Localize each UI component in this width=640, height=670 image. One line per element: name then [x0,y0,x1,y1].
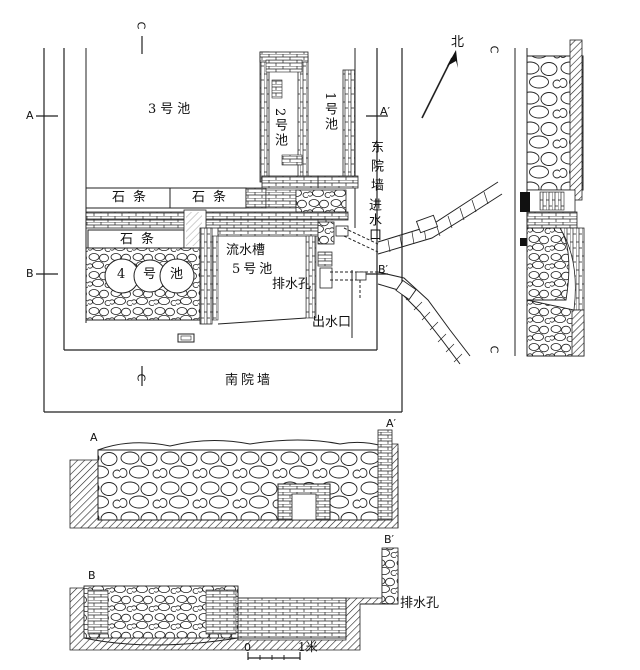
profile-b-end: B′ [384,533,395,546]
scale-zero: 0 [244,641,251,654]
plan-view [36,36,503,413]
north-arrow [421,50,458,119]
profile-b [69,547,399,651]
north-label: 北 [451,35,465,50]
south-wall-label: 南院墙 [225,373,274,388]
section-mark-c-right-bottom: C [487,345,501,354]
scale-one-meter: 1米 [298,640,318,654]
section-mark-c-bottom: C [134,373,148,382]
pool-4-number: 4 [117,267,126,282]
profile-b-start: B [88,569,96,582]
section-mark-a: A [26,109,34,122]
section-mark-c-top: C [134,21,148,30]
pool-4-char: 号 [143,267,157,282]
section-mark-b: B [26,267,34,280]
drain-hole-label: 排水孔 [272,277,312,292]
pool-2-label: 2号池 [272,108,287,149]
section-mark-c-right-top: C [487,45,501,54]
inlet-pipe [377,181,503,255]
inlet-label: 进水口 [366,198,381,243]
stone-strip-1-label: 石条 [112,190,155,205]
channel-label: 流水槽 [226,243,266,258]
pool-1-label: 1号池 [322,92,337,133]
profile-a [69,429,399,529]
profile-a-start: A [90,431,98,444]
outlet-pipe [377,271,471,365]
pool-4-suffix: 池 [170,267,184,282]
section-c [514,39,585,357]
stone-strip-2-label: 石条 [192,190,235,205]
profile-b-drain-label: 排水孔 [400,596,440,611]
stone-strip-3-label: 石条 [120,232,163,247]
scale-bar [247,652,301,660]
section-mark-b-prime: B′ [378,263,389,276]
outlet-label: 出水口 [312,315,352,330]
east-wall-label: 东院墙 [368,140,383,197]
pool-5-label: 5号池 [232,262,276,277]
profile-a-end: A′ [386,417,397,430]
pool-3-label: 3号池 [148,102,195,117]
section-mark-a-prime: A′ [380,105,391,118]
